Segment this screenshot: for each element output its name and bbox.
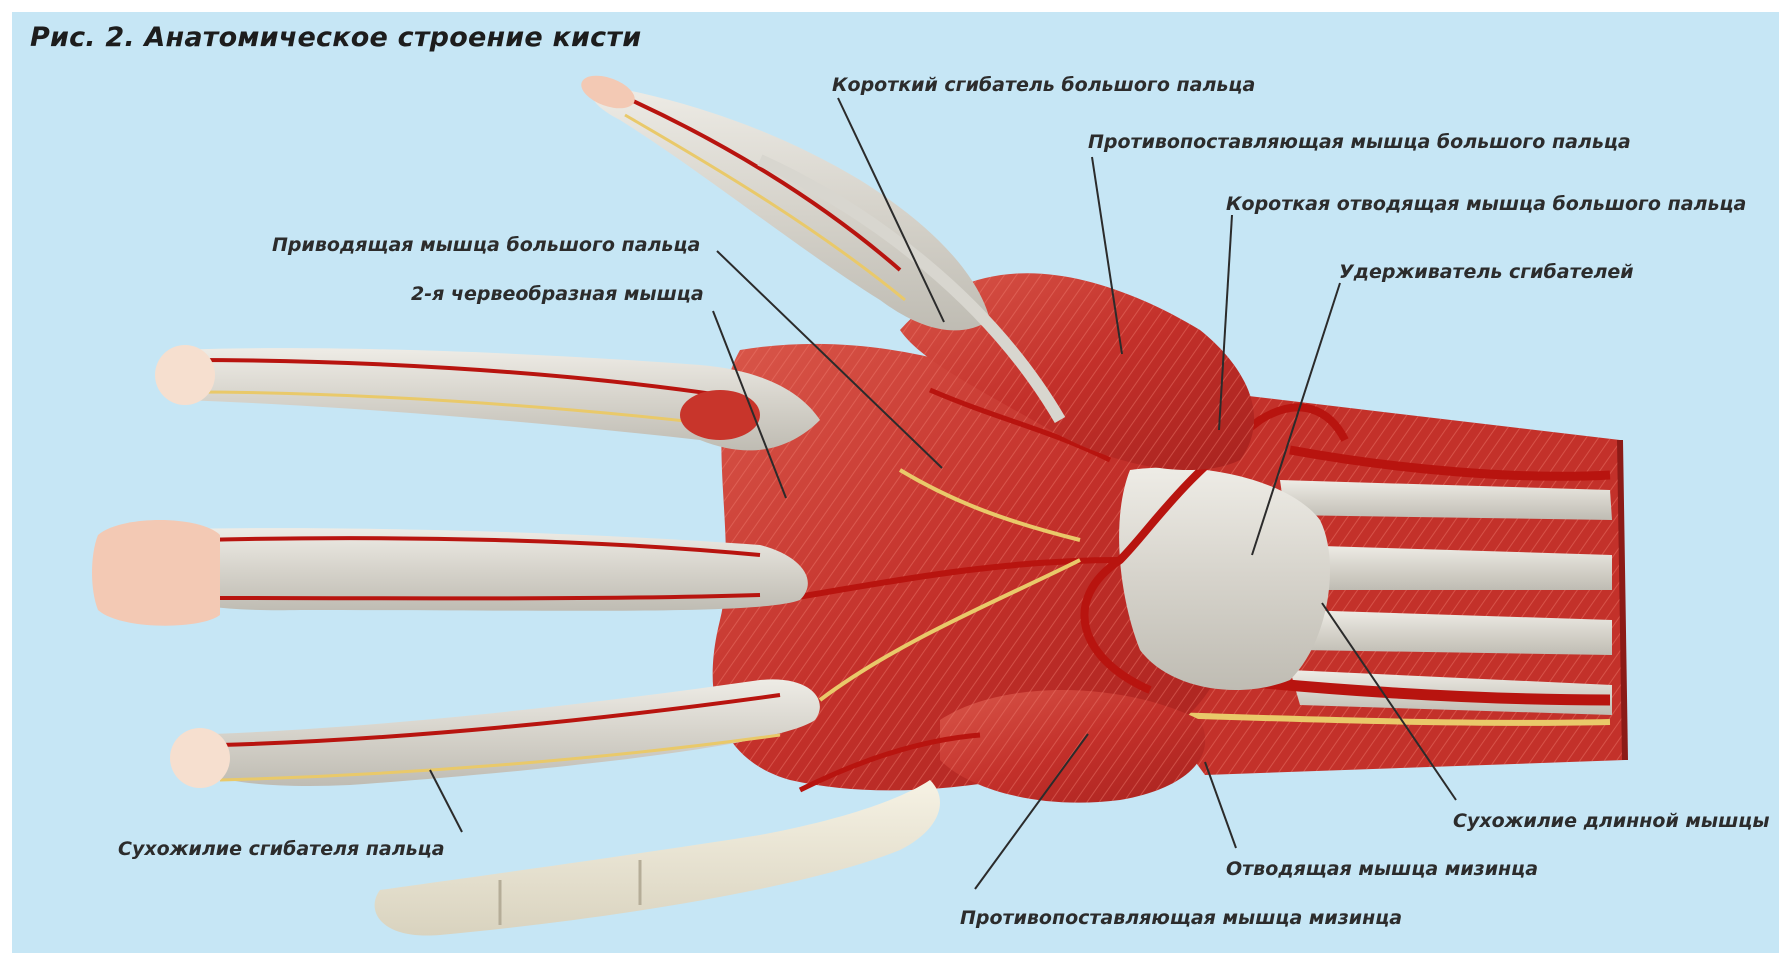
- label-flexor-tendon-finger: Сухожилие сгибателя пальца: [118, 838, 445, 860]
- label-abductor-digiti-minimi: Отводящая мышца мизинца: [1226, 858, 1538, 880]
- ring-finger: [170, 679, 820, 788]
- middle-finger: [92, 520, 808, 626]
- label-flexor-retinaculum: Удерживатель сгибателей: [1339, 261, 1634, 283]
- label-opponens-pollicis: Противопоставляющая мышца большого пальц…: [1088, 131, 1631, 153]
- label-second-lumbrical: 2-я червеобразная мышца: [411, 283, 704, 305]
- hypothenar-eminence: [940, 690, 1205, 803]
- label-flexor-pollicis-brevis: Короткий сгибатель большого пальца: [832, 74, 1255, 96]
- label-adductor-pollicis: Приводящая мышца большого пальца: [272, 234, 700, 256]
- label-abductor-pollicis-brevis: Короткая отводящая мышца большого пальца: [1226, 193, 1746, 215]
- figure-title: Рис. 2. Анатомическое строение кисти: [30, 22, 641, 53]
- label-opponens-digiti-minimi: Противопоставляющая мышца мизинца: [960, 907, 1402, 929]
- leader-abductor-digiti-minimi: [1205, 762, 1236, 848]
- leader-flexor-tendon-finger: [430, 770, 462, 832]
- label-long-muscle-tendon: Сухожилие длинной мышцы: [1453, 810, 1770, 832]
- index-finger: [155, 345, 820, 450]
